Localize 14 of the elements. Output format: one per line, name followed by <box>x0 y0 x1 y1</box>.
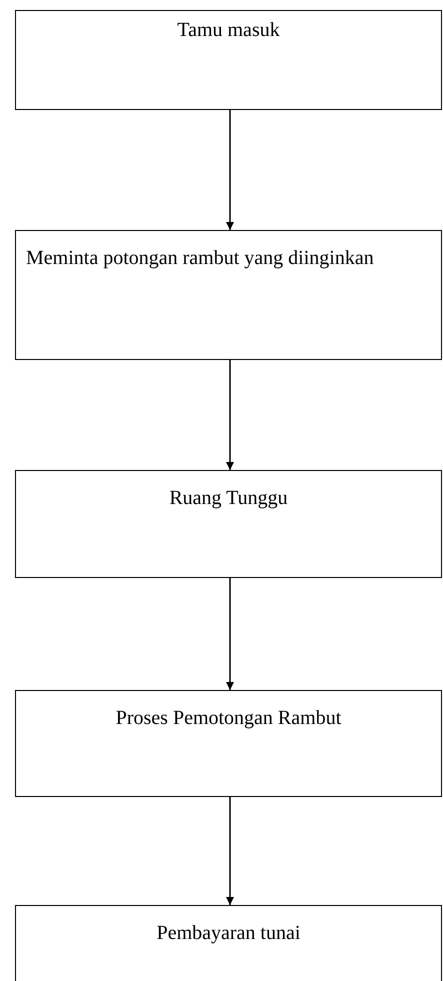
step-text: Ruang Tunggu <box>168 486 289 511</box>
arrow <box>226 578 234 690</box>
step-text: Pembayaran tunai <box>156 921 302 946</box>
process-box <box>15 10 442 110</box>
arrow <box>226 360 234 470</box>
step-text: Tamu masuk <box>176 18 281 43</box>
process-box <box>15 905 442 981</box>
step-text: Meminta potongan rambut yang diinginkan <box>26 246 375 271</box>
arrow <box>226 797 234 905</box>
step-text: Proses Pemotongan Rambut <box>114 706 342 731</box>
arrow <box>226 110 234 230</box>
process-box <box>15 690 442 797</box>
process-box <box>15 470 442 578</box>
process-box <box>15 230 442 360</box>
